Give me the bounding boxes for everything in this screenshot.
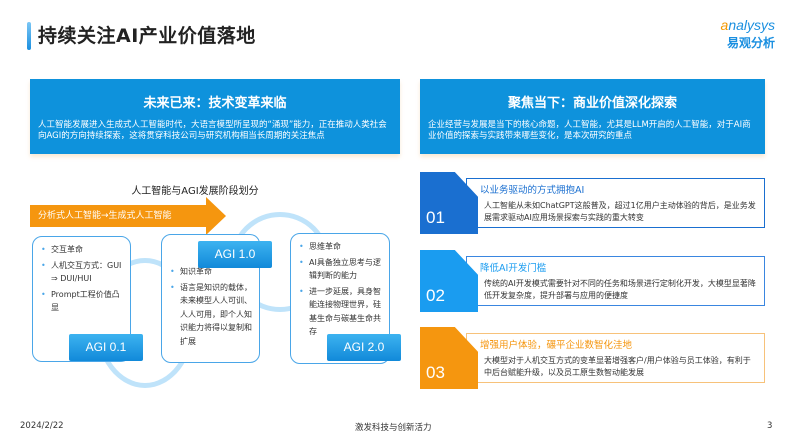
stage-label: AGI 1.0 [198, 241, 272, 268]
evolution-arrow: 分析式人工智能→生成式人工智能 [30, 205, 208, 227]
card-text: 传统的AI开发模式需要针对不同的任务和场景进行定制化开发，大模型显著降低开发复杂… [484, 279, 756, 300]
page-number: 3 [767, 421, 773, 431]
logo-letter: a [720, 17, 729, 33]
stage-label: AGI 2.0 [327, 334, 401, 361]
logo-text: nalysys [728, 17, 775, 33]
left-panel-heading: 未来已来：技术变革来临 [143, 96, 287, 111]
arrow-head [206, 197, 226, 235]
card-text: 人工智能从未如ChatGPT这般普及，超过1亿用户主动体验的背后，是业务发展需求… [484, 201, 756, 222]
focus-card-01: 01 以业务驱动的方式拥抱AI 人工智能从未如ChatGPT这般普及，超过1亿用… [420, 172, 765, 234]
stage-bullet: 人机交互方式：GUI ⇒ DUI/HUI [41, 259, 124, 286]
right-panel-text: 企业经营与发展是当下的核心命题，人工智能，尤其是LLM开启的人工智能，对于AI商… [428, 120, 751, 141]
footer-slogan: 激发科技与创新活力 [355, 423, 432, 433]
left-intro-panel: 未来已来：技术变革来临 人工智能发展进入生成式人工智能时代，大语言模型所呈现的“… [30, 79, 400, 154]
analysys-logo: analysys 易观分析 [695, 17, 775, 51]
stage-bullet: Prompt工程价值凸显 [41, 288, 124, 315]
stage-bullet: 思维革命 [299, 240, 383, 254]
stage-bullet: 交互革命 [41, 243, 124, 257]
diagram-title: 人工智能与AGI发展阶段划分 [131, 186, 259, 197]
focus-card-03: 03 增强用户体验，碾平企业数智化洼地 大模型对于人机交互方式的变革显著增强客户… [420, 327, 765, 389]
focus-card-02: 02 降低AI开发门槛 传统的AI开发模式需要针对不同的任务和场景进行定制化开发… [420, 250, 765, 312]
stage-label: AGI 0.1 [69, 334, 143, 361]
logo-cn: 易观分析 [726, 36, 775, 50]
page-title: 持续关注AI产业价值落地 [38, 25, 256, 47]
right-panel-heading: 聚焦当下：商业价值深化探索 [507, 96, 677, 111]
card-title: 降低AI开发门槛 [480, 263, 547, 274]
stage-bullet: 知识革命 [170, 265, 253, 279]
left-panel-text: 人工智能发展进入生成式人工智能时代，大语言模型所呈现的“涌现”能力，正在推动人类… [38, 120, 387, 141]
title-accent-bar [27, 22, 31, 50]
card-title: 增强用户体验，碾平企业数智化洼地 [480, 340, 633, 351]
right-intro-panel: 聚焦当下：商业价值深化探索 企业经营与发展是当下的核心命题，人工智能，尤其是LL… [420, 79, 765, 154]
card-title: 以业务驱动的方式拥抱AI [480, 185, 585, 196]
stage-bullet: 语言是知识的载体，未来模型人人可训、人人可用，即个人知识能力将得以复制和扩展 [170, 281, 253, 349]
card-text: 大模型对于人机交互方式的变革显著增强客户/用户体验与员工体验，有利于中后台赋能升… [484, 356, 751, 377]
stage-bullet: AI具备独立思考与逻辑判断的能力 [299, 256, 383, 283]
stage-bullet: 进一步延展，具身智能连接物理世界，硅基生命与碳基生命共存 [299, 285, 383, 339]
footer-date: 2024/2/22 [20, 421, 64, 431]
